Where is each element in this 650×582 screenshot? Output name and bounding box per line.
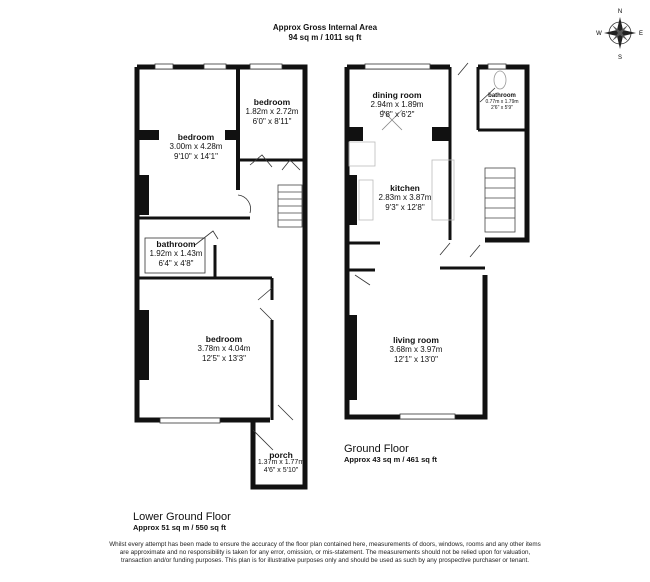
floor-area: Approx 51 sq m / 550 sq ft xyxy=(133,523,226,532)
lower-ground-details xyxy=(144,63,303,451)
floor-name: Ground Floor xyxy=(344,443,409,455)
lower-ground-floor-caption: Lower Ground Floor Approx 51 sq m / 550 … xyxy=(133,511,231,532)
ground-floor-caption: Ground Floor Approx 43 sq m / 461 sq ft xyxy=(344,443,437,464)
lower-ground-floor-plan xyxy=(134,64,308,490)
floor-area: Approx 43 sq m / 461 sq ft xyxy=(344,455,437,464)
staircase xyxy=(484,167,516,233)
disclaimer: Whilst every attempt has been made to en… xyxy=(109,541,541,565)
compass-n: N xyxy=(618,9,622,15)
compass-w: W xyxy=(596,31,602,37)
staircase xyxy=(277,184,303,228)
floor-name: Lower Ground Floor xyxy=(133,511,231,523)
compass-s: S xyxy=(618,55,622,61)
ground-floor-details xyxy=(348,62,516,420)
header-title: Approx Gross Internal Area xyxy=(272,23,378,32)
gross-area-header: Approx Gross Internal Area 94 sq m / 101… xyxy=(0,23,650,43)
header-area: 94 sq m / 1011 sq ft xyxy=(288,33,362,42)
compass-e: E xyxy=(639,31,643,37)
compass-rose-icon: N S E W xyxy=(596,9,643,61)
